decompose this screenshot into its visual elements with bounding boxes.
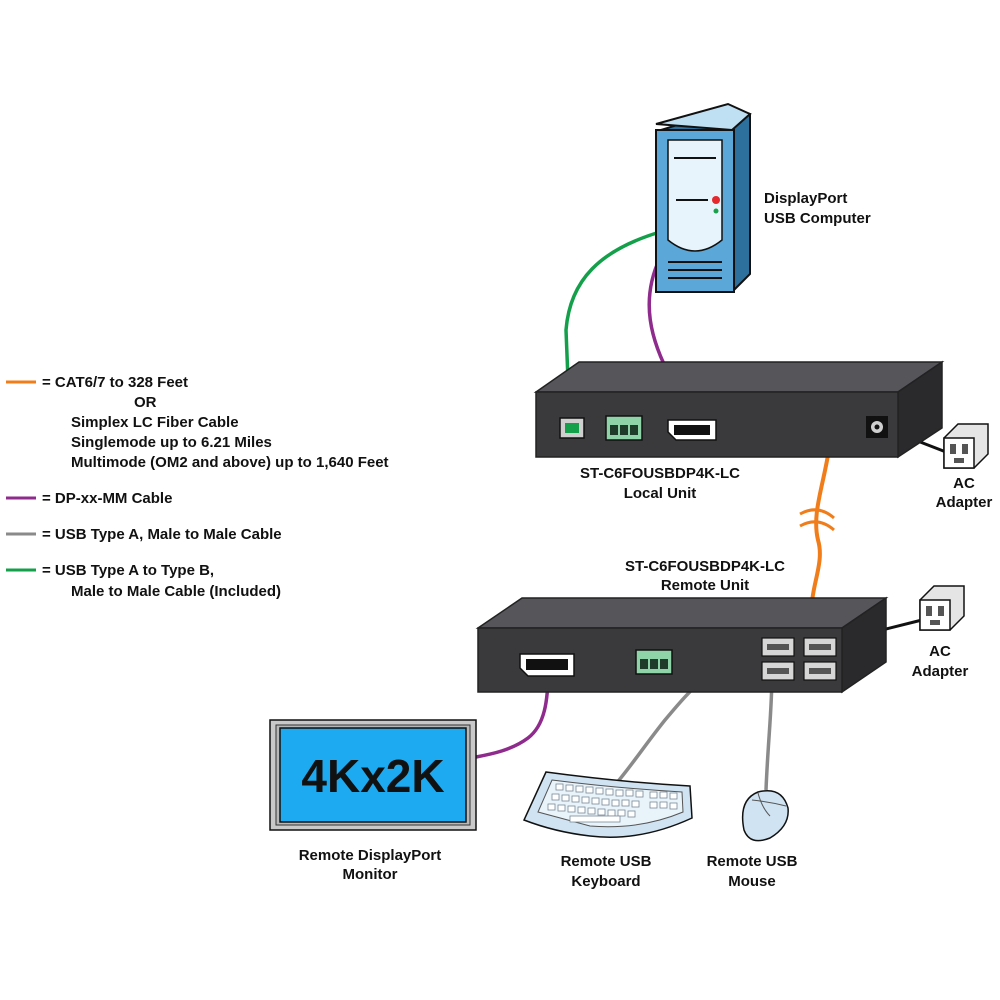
monitor-icon — [269, 719, 477, 831]
legend-usbab-line2: Male to Male Cable (Included) — [71, 583, 281, 600]
monitor-label-line2: Monitor — [343, 866, 398, 883]
keyboard-label-line1: Remote USB — [561, 853, 652, 870]
local-unit-model: ST-C6FOUSBDP4K-LC — [580, 465, 740, 482]
cable-dp-remote — [475, 671, 550, 759]
legend-dp-line1: = DP-xx-MM Cable — [42, 490, 172, 507]
legend-cat-line3: Simplex LC Fiber Cable — [71, 414, 239, 431]
monitor-label-line1: Remote DisplayPort — [299, 847, 442, 864]
remote-unit-name: Remote Unit — [661, 577, 749, 594]
keyboard-icon — [522, 771, 693, 838]
mouse-icon — [741, 790, 789, 842]
legend-usbab-line1: = USB Type A to Type B, — [42, 562, 214, 579]
legend-cat-line4: Singlemode up to 6.21 Miles — [71, 434, 272, 451]
adapter-bottom-line2: Adapter — [912, 663, 969, 680]
legend-usba-line1: = USB Type A, Male to Male Cable — [42, 526, 282, 543]
remote-unit-model: ST-C6FOUSBDP4K-LC — [625, 558, 785, 575]
computer-label-line2: USB Computer — [764, 210, 871, 227]
adapter-bottom-line1: AC — [929, 643, 951, 660]
legend-cat-line5: Multimode (OM2 and above) up to 1,640 Fe… — [71, 454, 389, 471]
cable-cat-fiber — [810, 454, 830, 603]
local-unit-name: Local Unit — [624, 485, 697, 502]
monitor-screen — [279, 727, 467, 823]
legend-cat-line1: = CAT6/7 to 328 Feet — [42, 374, 188, 391]
legend: = CAT6/7 to 328 Feet OR Simplex LC Fiber… — [6, 374, 389, 600]
adapter-top-line1: AC — [953, 475, 975, 492]
monitor-screen-text: 4Kx2K — [301, 750, 444, 802]
cable-usb-ab — [564, 230, 661, 431]
cable-power-remote — [881, 618, 923, 632]
mouse-label-line2: Mouse — [728, 873, 776, 890]
keyboard-label-line2: Keyboard — [571, 873, 640, 890]
computer-icon — [655, 102, 752, 293]
ac-adapter-icon — [943, 423, 989, 469]
adapter-top-line2: Adapter — [936, 494, 993, 511]
cable-break-mark — [799, 508, 835, 532]
cables — [475, 230, 947, 791]
legend-cat-line2: OR — [134, 394, 157, 411]
remote-unit — [475, 596, 889, 694]
computer-label-line1: DisplayPort — [764, 190, 847, 207]
ac-adapter-icon — [919, 585, 965, 631]
local-unit — [533, 360, 945, 459]
mouse-label-line1: Remote USB — [707, 853, 798, 870]
